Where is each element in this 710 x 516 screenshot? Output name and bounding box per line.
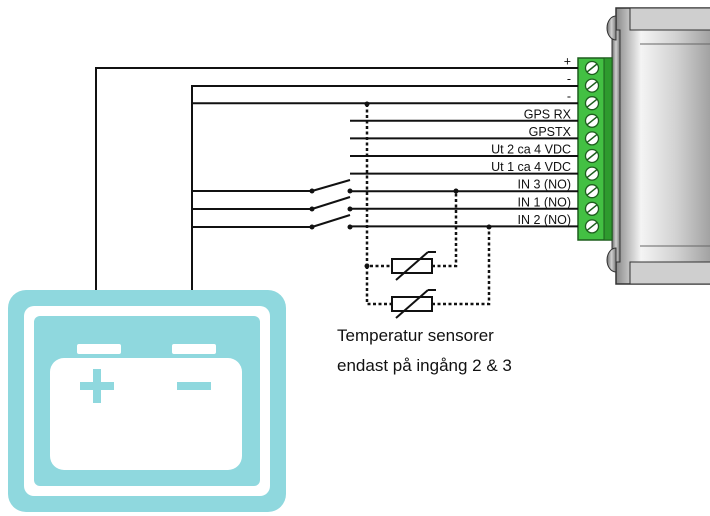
terminal-labels: + - - GPS RX GPSTX Ut 2 ca 4 VDC Ut 1 ca 4 VDC… <box>491 55 572 227</box>
terminal-block <box>577 57 613 241</box>
terminal-label: IN 2 (NO) <box>518 213 571 227</box>
switch-contacts <box>309 188 353 230</box>
screw-slot <box>586 169 598 179</box>
terminal-label: GPSTX <box>529 125 572 139</box>
screw-slot <box>586 81 598 91</box>
terminal-label: IN 3 (NO) <box>518 178 571 192</box>
thermistor-symbol-2 <box>391 289 436 319</box>
battery-plus-symbol <box>80 369 114 403</box>
battery-icon <box>8 290 286 512</box>
sensor-junctions <box>364 101 492 269</box>
screw-slot <box>586 204 598 214</box>
terminal-label: IN 1 (NO) <box>518 195 571 209</box>
terminal-label: - <box>567 90 571 104</box>
power-wires <box>95 67 578 348</box>
screw-slot <box>586 116 598 126</box>
screw-slot <box>586 63 598 73</box>
input-switches <box>192 179 351 228</box>
screw-slot <box>586 151 598 161</box>
sensor-caption-line-2: endast på ingång 2 & 3 <box>337 356 512 375</box>
terminal-label: + <box>564 55 571 69</box>
screw-slot <box>586 98 598 108</box>
sensor-caption-line-1: Temperatur sensorer <box>337 326 494 345</box>
terminal-wires <box>192 102 578 228</box>
screw-slot <box>586 221 598 231</box>
terminal-label: Ut 1 ca 4 VDC <box>491 160 571 174</box>
screw-slot <box>586 133 598 143</box>
thermistor-symbol-1 <box>391 251 436 281</box>
terminal-label: Ut 2 ca 4 VDC <box>491 143 571 157</box>
battery-minus-symbol <box>177 382 211 390</box>
screw-slot <box>586 186 598 196</box>
terminal-label: GPS RX <box>524 107 572 121</box>
device-enclosure <box>606 7 710 285</box>
terminal-label: - <box>567 72 571 86</box>
